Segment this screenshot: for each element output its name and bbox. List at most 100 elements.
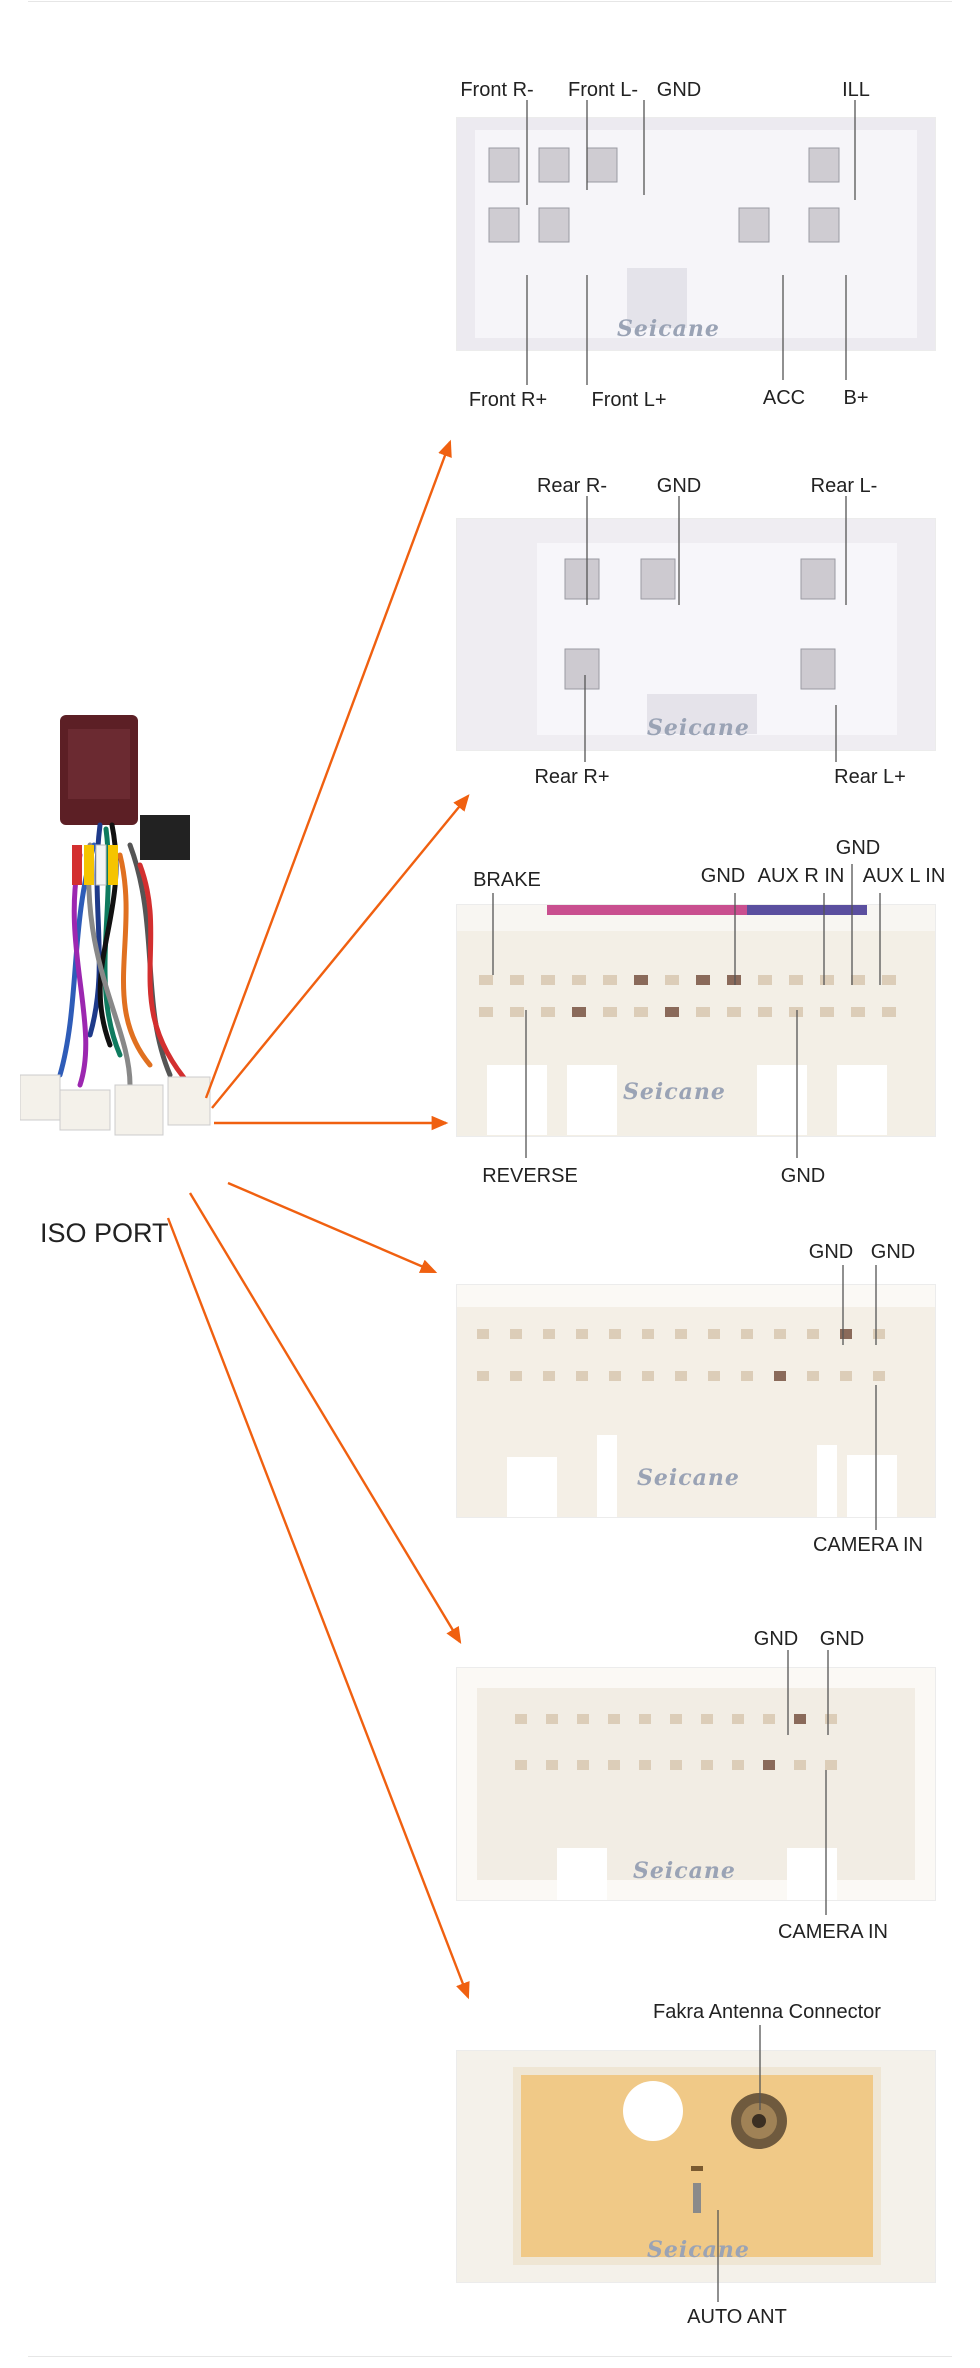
pin-cavity bbox=[696, 975, 710, 985]
pin-cavity bbox=[820, 975, 834, 985]
pin-cavity bbox=[572, 1007, 586, 1017]
pin-cavity bbox=[639, 1714, 651, 1724]
arrow-to-connector-2 bbox=[211, 794, 470, 1109]
pin-cavity bbox=[825, 1714, 837, 1724]
pin-cavity bbox=[763, 1760, 775, 1770]
pin-cavity bbox=[608, 1714, 620, 1724]
pin-cavity bbox=[515, 1714, 527, 1724]
pin-cavity bbox=[477, 1329, 489, 1339]
label-gnd: GND bbox=[753, 1628, 799, 1650]
pin-cavity bbox=[882, 1007, 896, 1017]
label-gnd: GND bbox=[835, 837, 881, 859]
iso-harness-image bbox=[20, 715, 211, 1136]
pin-cavity bbox=[840, 1329, 852, 1339]
brand-watermark: Seicane bbox=[633, 1858, 736, 1884]
pin-cavity bbox=[873, 1371, 885, 1381]
pin-cavity bbox=[873, 1329, 885, 1339]
pin-cavity bbox=[577, 1760, 589, 1770]
label-gnd: GND bbox=[780, 1165, 826, 1187]
pin-cavity bbox=[708, 1371, 720, 1381]
label-rear-r-minus: Rear R- bbox=[536, 475, 608, 497]
pin-cavity bbox=[510, 975, 524, 985]
pin-cavity bbox=[701, 1714, 713, 1724]
pin-cavity bbox=[510, 1371, 522, 1381]
connector-1-panel: Seicane bbox=[456, 117, 936, 351]
brand-watermark: Seicane bbox=[647, 715, 750, 741]
pin-cavity bbox=[608, 1760, 620, 1770]
pin-cavity bbox=[732, 1760, 744, 1770]
label-rear-l-minus: Rear L- bbox=[810, 475, 878, 497]
brand-watermark: Seicane bbox=[637, 1465, 740, 1491]
pin-cavity bbox=[479, 975, 493, 985]
pin-cavity bbox=[807, 1329, 819, 1339]
pin-cavity bbox=[732, 1714, 744, 1724]
brand-watermark: Seicane bbox=[617, 316, 720, 342]
connector-4-photo bbox=[457, 1285, 935, 1517]
label-front-r-plus: Front R+ bbox=[468, 389, 548, 411]
pin-cavity bbox=[477, 1371, 489, 1381]
pin-cavity bbox=[708, 1329, 720, 1339]
iso-port-label: ISO PORT bbox=[40, 1218, 169, 1248]
pin-cavity bbox=[840, 1371, 852, 1381]
pin-cavity bbox=[794, 1714, 806, 1724]
label-front-r-minus: Front R- bbox=[460, 79, 534, 101]
connector-4-panel: Seicane bbox=[456, 1284, 936, 1518]
pin-cavity bbox=[820, 1007, 834, 1017]
pin-cavity bbox=[543, 1329, 555, 1339]
label-gnd: GND bbox=[870, 1241, 916, 1263]
pin-cavity bbox=[642, 1329, 654, 1339]
pin-cavity bbox=[609, 1329, 621, 1339]
label-camera-in: CAMERA IN bbox=[777, 1921, 889, 1943]
brand-watermark: Seicane bbox=[647, 2237, 750, 2263]
label-ill: ILL bbox=[842, 79, 870, 101]
top-divider bbox=[28, 1, 952, 2]
pin-cavity bbox=[807, 1371, 819, 1381]
label-auto-ant: AUTO ANT bbox=[687, 2306, 787, 2328]
label-brake: BRAKE bbox=[473, 869, 541, 891]
pin-cavity bbox=[543, 1371, 555, 1381]
pin-cavity bbox=[789, 1007, 803, 1017]
connector-3-panel: Seicane bbox=[456, 904, 936, 1137]
pin-cavity bbox=[639, 1760, 651, 1770]
connector-2-photo bbox=[457, 519, 935, 750]
connector-5-photo bbox=[457, 1668, 935, 1900]
pin-cavity bbox=[634, 975, 648, 985]
label-acc: ACC bbox=[762, 387, 806, 409]
label-gnd: GND bbox=[656, 79, 702, 101]
pin-cavity bbox=[763, 1714, 775, 1724]
pin-cavity bbox=[825, 1760, 837, 1770]
label-rear-r-plus: Rear R+ bbox=[534, 766, 610, 788]
pin-cavity bbox=[675, 1371, 687, 1381]
pin-cavity bbox=[546, 1760, 558, 1770]
pin-cavity bbox=[642, 1371, 654, 1381]
brand-watermark: Seicane bbox=[623, 1079, 726, 1105]
pin-cavity bbox=[515, 1760, 527, 1770]
arrow-to-connector-6 bbox=[166, 1217, 470, 2000]
label-aux-r-in: AUX R IN bbox=[757, 865, 845, 887]
pin-cavity bbox=[701, 1760, 713, 1770]
label-front-l-minus: Front L- bbox=[567, 79, 639, 101]
pin-cavity bbox=[603, 1007, 617, 1017]
connector-6-panel: Seicane bbox=[456, 2050, 936, 2283]
connector-3-photo bbox=[457, 905, 935, 1136]
label-gnd: GND bbox=[656, 475, 702, 497]
pin-cavity bbox=[546, 1714, 558, 1724]
label-b-plus: B+ bbox=[843, 387, 869, 409]
pin-cavity bbox=[665, 975, 679, 985]
pin-cavity bbox=[774, 1371, 786, 1381]
pin-cavity bbox=[774, 1329, 786, 1339]
connector-5-panel: Seicane bbox=[456, 1667, 936, 1901]
pin-cavity bbox=[670, 1760, 682, 1770]
pin-cavity bbox=[741, 1329, 753, 1339]
pin-cavity bbox=[665, 1007, 679, 1017]
label-gnd: GND bbox=[700, 865, 746, 887]
label-aux-l-in: AUX L IN bbox=[862, 865, 946, 887]
pin-cavity bbox=[789, 975, 803, 985]
pin-cavity bbox=[758, 1007, 772, 1017]
label-gnd: GND bbox=[819, 1628, 865, 1650]
connector-2-panel: Seicane bbox=[456, 518, 936, 751]
label-camera-in: CAMERA IN bbox=[812, 1534, 924, 1556]
pin-cavity bbox=[882, 975, 896, 985]
pin-cavity bbox=[851, 975, 865, 985]
